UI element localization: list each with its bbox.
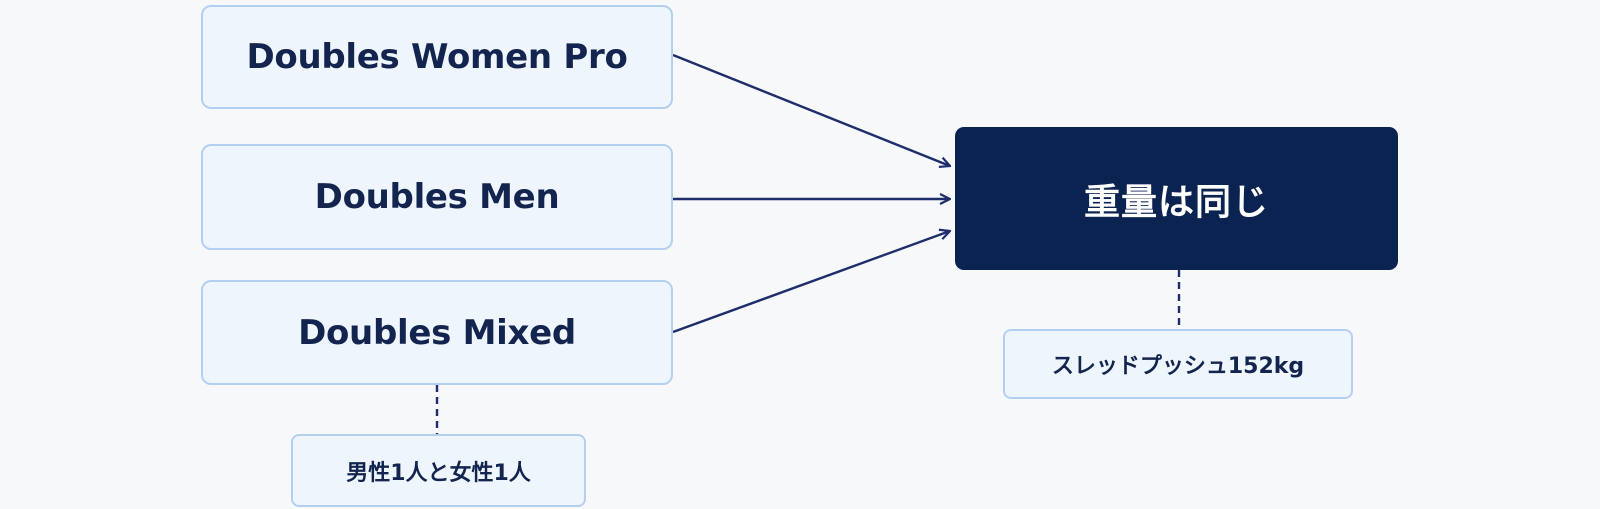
result-note-box: スレッドプッシュ152kg xyxy=(1003,329,1353,399)
category-label: Doubles Men xyxy=(314,177,560,217)
mixed-note-box: 男性1人と女性1人 xyxy=(291,434,586,507)
result-label: 重量は同じ xyxy=(1083,181,1269,223)
category-box-doubles-mixed: Doubles Mixed xyxy=(201,280,673,385)
category-label: Doubles Mixed xyxy=(298,312,576,353)
category-box-doubles-men: Doubles Men xyxy=(201,144,673,250)
category-box-doubles-women-pro: Doubles Women Pro xyxy=(201,5,673,109)
result-box: 重量は同じ xyxy=(955,127,1398,270)
category-label: Doubles Women Pro xyxy=(246,37,628,77)
mixed-note-label: 男性1人と女性1人 xyxy=(346,460,531,486)
result-note-label: スレッドプッシュ152kg xyxy=(1051,354,1305,379)
arrow-mixed-to-result xyxy=(672,231,950,334)
arrow-women-pro-to-result xyxy=(672,53,950,166)
